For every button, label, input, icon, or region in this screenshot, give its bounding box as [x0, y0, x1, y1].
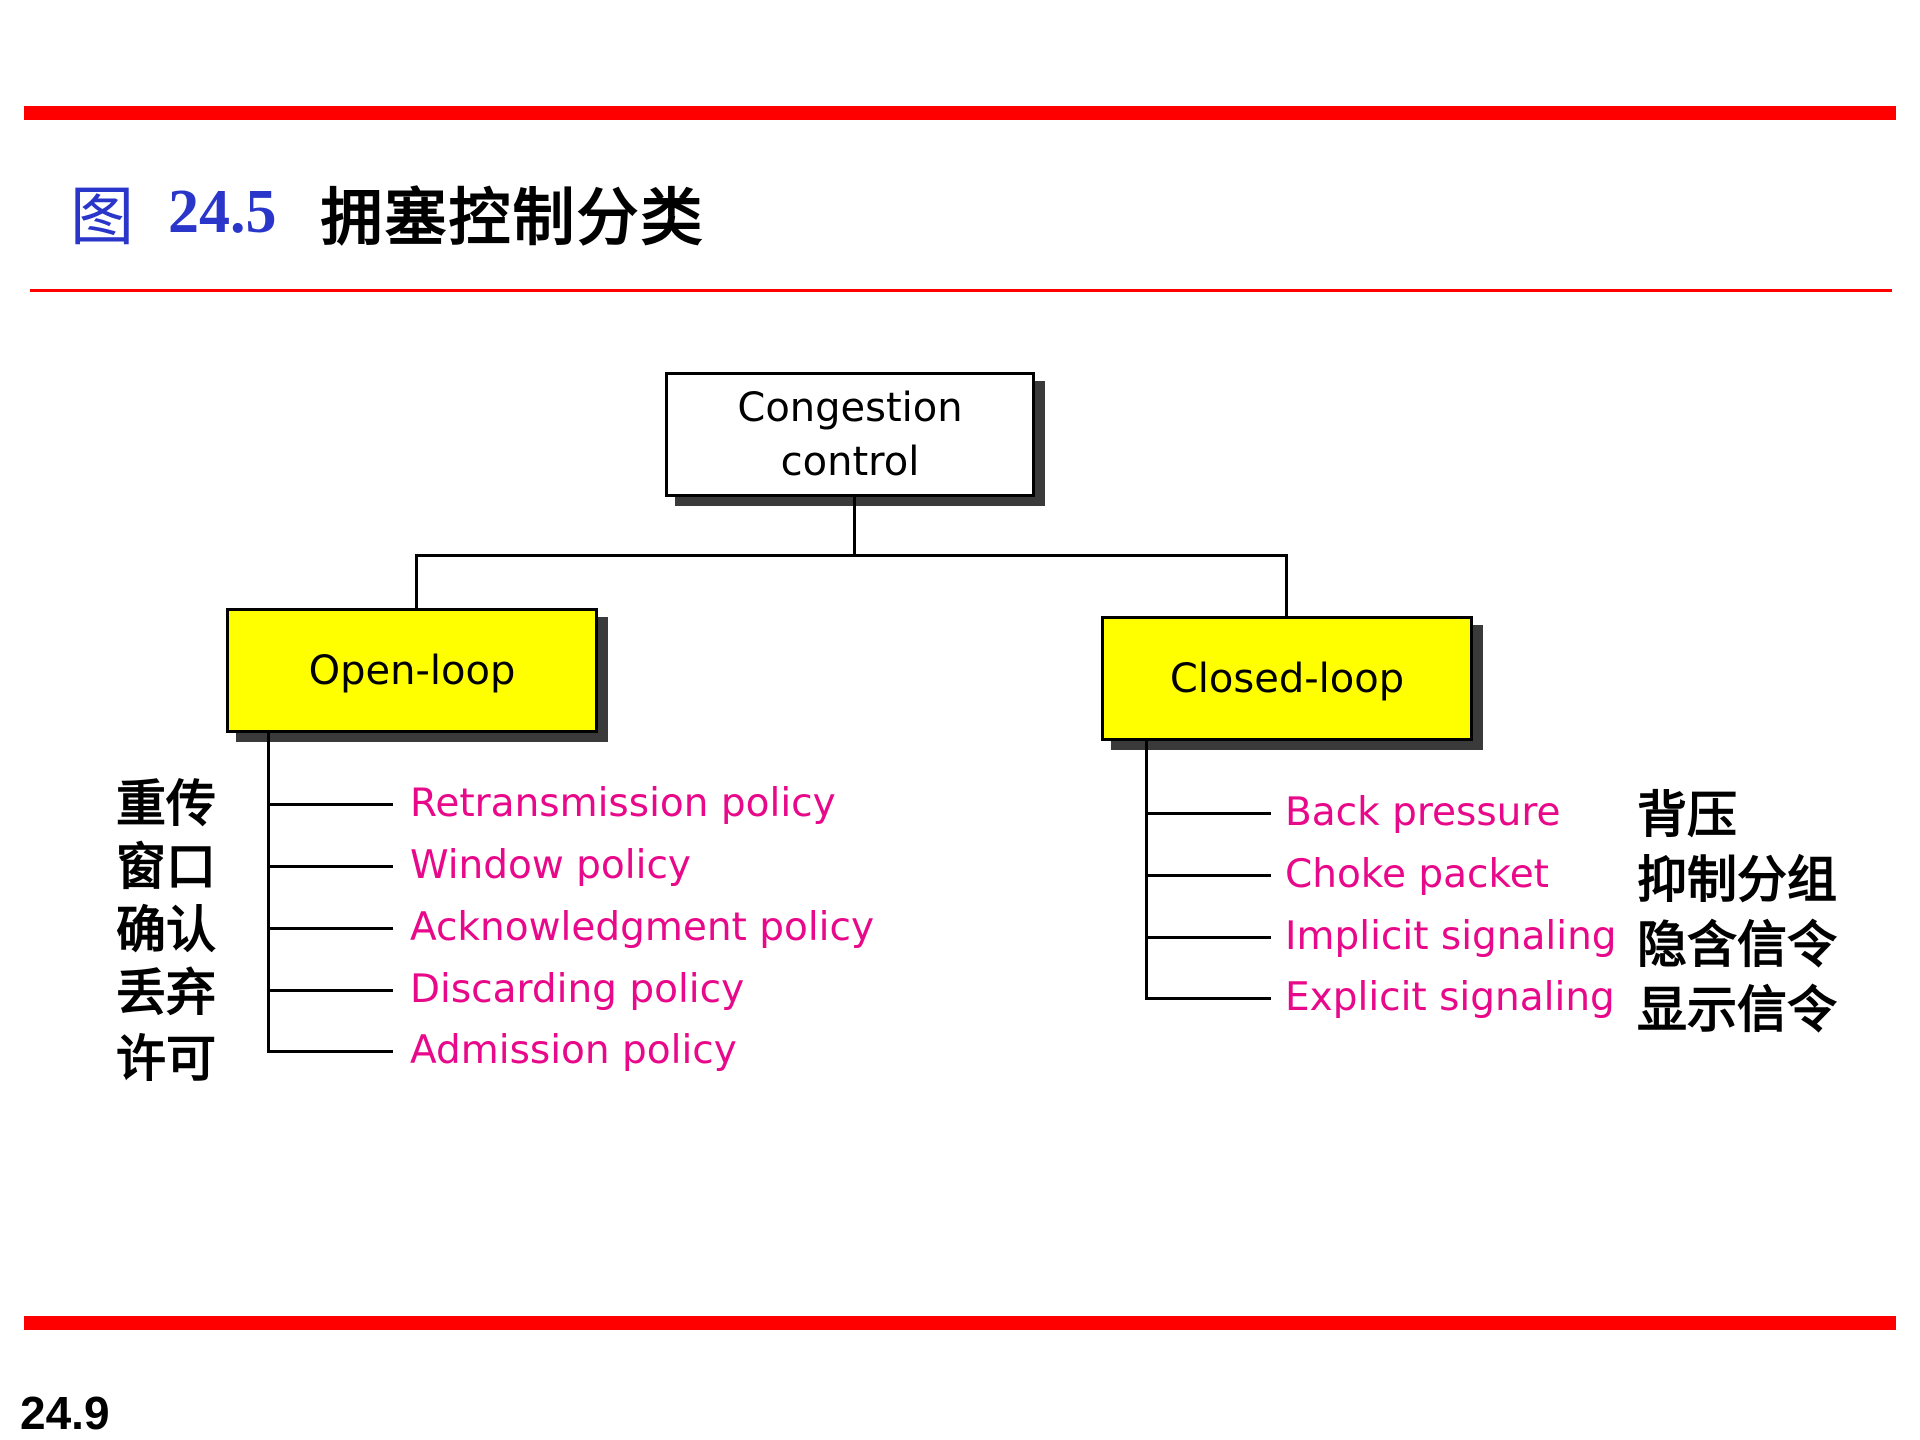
- root-label-line2: control: [780, 438, 920, 485]
- closed-loop-box: Closed-loop: [1101, 616, 1473, 741]
- closed-loop-drop-line: [1285, 554, 1288, 616]
- congestion-control-box: Congestion control: [665, 372, 1035, 497]
- figure-title-text: 拥塞控制分类: [320, 181, 705, 254]
- open-loop-branch-line: [267, 989, 393, 992]
- top-rule: [24, 106, 1896, 120]
- open-loop-drop-line: [415, 554, 418, 608]
- figure-number: 24.5: [168, 177, 277, 246]
- closed-loop-spine-line: [1145, 741, 1148, 1000]
- closed-loop-branch-line: [1145, 812, 1271, 815]
- open-loop-branch-line: [267, 1050, 393, 1053]
- open-loop-branch-line: [267, 865, 393, 868]
- open-loop-cn-label: 丢弃: [116, 964, 216, 1022]
- closed-loop-label: Closed-loop: [1169, 655, 1405, 702]
- root-branch-line: [415, 554, 1288, 557]
- open-loop-item: Discarding policy: [410, 967, 745, 1012]
- closed-loop-cn-label: 显示信令: [1637, 981, 1837, 1039]
- figure-title: 图 24.5 拥塞控制分类: [70, 172, 705, 256]
- title-underline: [30, 289, 1892, 292]
- closed-loop-branch-line: [1145, 874, 1271, 877]
- open-loop-branch-line: [267, 803, 393, 806]
- page-number: 24.9: [20, 1387, 110, 1439]
- closed-loop-item: Implicit signaling: [1285, 914, 1617, 959]
- closed-loop-cn-label: 隐含信令: [1637, 916, 1837, 974]
- closed-loop-branch-line: [1145, 997, 1271, 1000]
- open-loop-cn-label: 重传: [116, 775, 216, 833]
- closed-loop-cn-label: 背压: [1637, 786, 1737, 844]
- open-loop-cn-label: 窗口: [116, 838, 216, 896]
- open-loop-spine-line: [267, 733, 270, 1053]
- open-loop-item: Window policy: [410, 843, 691, 888]
- open-loop-item: Admission policy: [410, 1028, 737, 1073]
- closed-loop-item: Choke packet: [1285, 852, 1549, 897]
- open-loop-branch-line: [267, 927, 393, 930]
- closed-loop-branch-line: [1145, 936, 1271, 939]
- open-loop-item: Retransmission policy: [410, 781, 836, 826]
- closed-loop-cn-label: 抑制分组: [1637, 851, 1837, 909]
- figure-prefix: 图: [70, 181, 134, 255]
- open-loop-item: Acknowledgment policy: [410, 905, 875, 950]
- bottom-rule: [24, 1316, 1896, 1330]
- root-label-line1: Congestion: [737, 384, 963, 431]
- closed-loop-item: Explicit signaling: [1285, 975, 1615, 1020]
- open-loop-label: Open-loop: [308, 647, 516, 694]
- open-loop-cn-label: 确认: [116, 901, 216, 959]
- open-loop-box: Open-loop: [226, 608, 598, 733]
- open-loop-cn-label: 许可: [116, 1030, 216, 1088]
- closed-loop-item: Back pressure: [1285, 790, 1561, 835]
- root-stem-line: [853, 497, 856, 555]
